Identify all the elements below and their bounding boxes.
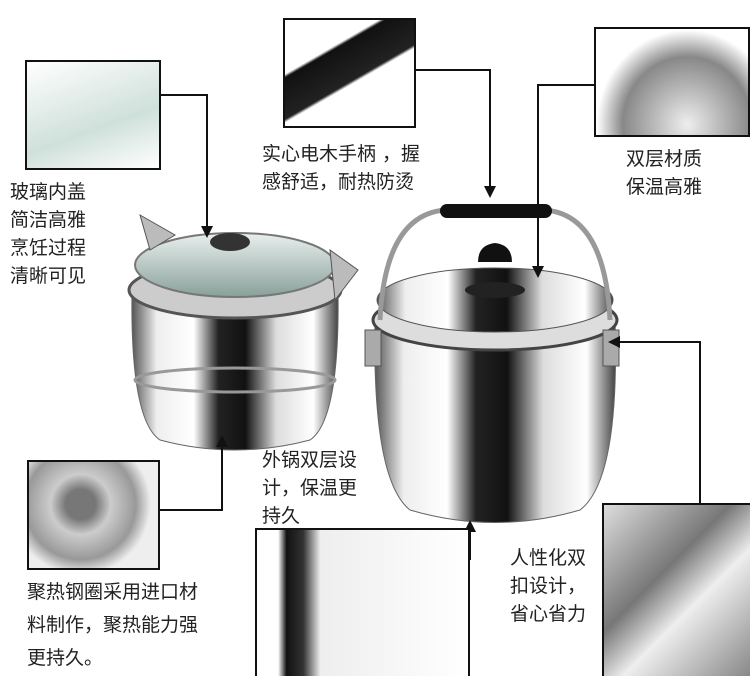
inset-double-lid xyxy=(594,27,750,137)
caption-clasp: 人性化双扣设计，省心省力 xyxy=(510,547,587,625)
inner-pot xyxy=(127,213,359,451)
caption-outer-pot: 外锅双层设计，保温更持久 xyxy=(262,449,358,527)
outer-pot xyxy=(364,204,620,523)
pointer-arrows xyxy=(160,69,701,560)
caption-double-lid: 双层材质保温高雅 xyxy=(626,148,703,198)
caption-handle: 实心电木手柄 ，握感舒适，耐热防烫 xyxy=(262,143,421,193)
caption-heat-ring: 聚热钢圈采用进口材料制作，聚热能力强更持久。 xyxy=(27,581,199,669)
caption-glass-lid: 玻璃内盖简洁高雅烹饪过程清晰可见 xyxy=(10,181,87,287)
inset-double-wall xyxy=(255,528,470,676)
inset-heat-ring xyxy=(27,460,160,570)
inset-clasp xyxy=(602,503,750,676)
inset-glass-lid xyxy=(25,60,161,170)
inset-bakelite-handle xyxy=(283,18,416,128)
